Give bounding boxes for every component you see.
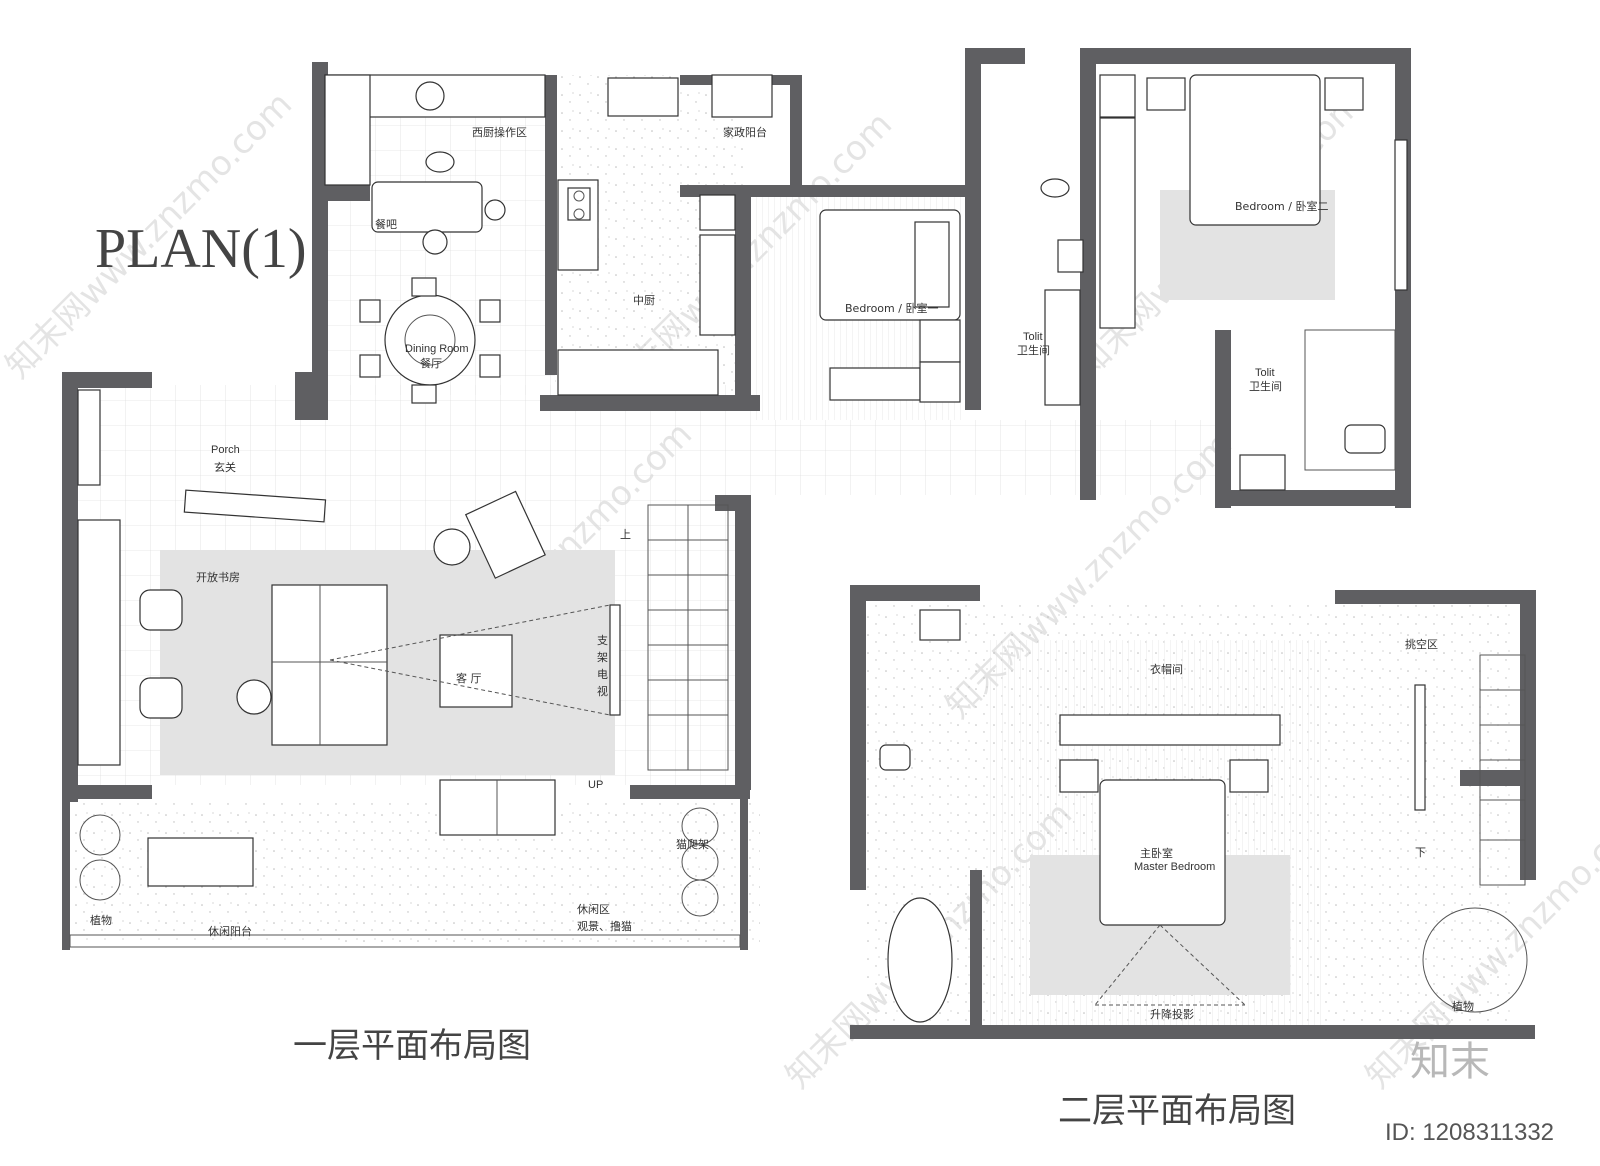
label-tv-2: 架 (597, 651, 608, 664)
walls-2f (850, 585, 1536, 1039)
label-leisure: 休闲区 (577, 902, 610, 916)
label-cloakroom: 衣帽间 (1150, 662, 1183, 676)
label-stair-up-cn: 上 (620, 528, 631, 541)
label-leisure-sub: 观景、撸猫 (577, 919, 632, 933)
label-master-cn: 主卧室 (1140, 846, 1173, 860)
bathtub (887, 897, 953, 1023)
master-bed (1099, 779, 1226, 926)
coffee-table (439, 634, 513, 708)
bed-2 (1189, 74, 1321, 226)
floor2-title: 二层平面布局图 (1058, 1091, 1296, 1131)
stair-1f (647, 504, 729, 771)
labels: PLAN(1) 一层平面布局图 二层平面布局图 西厨操作区 餐吧 家政阳台 中厨… (90, 125, 1554, 1146)
stair-2f (1479, 654, 1526, 886)
label-plants-1: 植物 (90, 913, 112, 927)
label-master-en: Master Bedroom (1134, 861, 1215, 873)
label-projector: 升降投影 (1150, 1007, 1194, 1021)
desk-table (271, 584, 388, 746)
floor1-title: 一层平面布局图 (293, 1026, 531, 1066)
label-stair-up-en: UP (588, 779, 603, 791)
label-tv-3: 电 (597, 668, 608, 681)
label-west-kitchen: 西厨操作区 (472, 125, 527, 139)
id-tag: ID: 1208311332 (1385, 1119, 1554, 1146)
label-toilet2-en: Tolit (1255, 367, 1275, 379)
plan-title: PLAN(1) (95, 218, 307, 280)
label-dining-cn: 餐厅 (420, 356, 442, 370)
bar-counter (371, 181, 483, 233)
label-toilet2-cn: 卫生间 (1249, 379, 1282, 393)
second-floor-plan (850, 585, 1536, 1039)
label-plants-2: 植物 (1452, 999, 1474, 1013)
label-cat-tree: 猫爬架 (676, 838, 709, 851)
dining-table (359, 277, 501, 404)
label-tv-4: 视 (597, 684, 608, 698)
label-toilet1-cn: 卫生间 (1017, 343, 1050, 357)
label-porch-en: Porch (211, 444, 240, 456)
brand-logo: 知末 (1410, 1039, 1490, 1085)
label-leisure-balcony: 休闲阳台 (208, 924, 252, 938)
label-dining-en: Dining Room (405, 343, 469, 355)
label-bedroom-2: Bedroom / 卧室二 (1235, 199, 1328, 213)
label-bar: 餐吧 (375, 217, 397, 231)
label-stair-down: 下 (1415, 846, 1426, 859)
label-bedroom-1: Bedroom / 卧室一 (845, 301, 938, 315)
label-tv-1: 支 (597, 634, 608, 647)
first-floor-plan (62, 48, 1411, 950)
label-toilet1-en: Tolit (1023, 331, 1043, 343)
label-porch-cn: 玄关 (214, 460, 236, 474)
label-study: 开放书房 (196, 570, 240, 584)
label-chinese-kitchen: 中厨 (633, 294, 655, 307)
label-void: 挑空区 (1405, 637, 1438, 651)
label-utility-balcony: 家政阳台 (723, 125, 767, 139)
label-living: 客 厅 (456, 671, 482, 685)
